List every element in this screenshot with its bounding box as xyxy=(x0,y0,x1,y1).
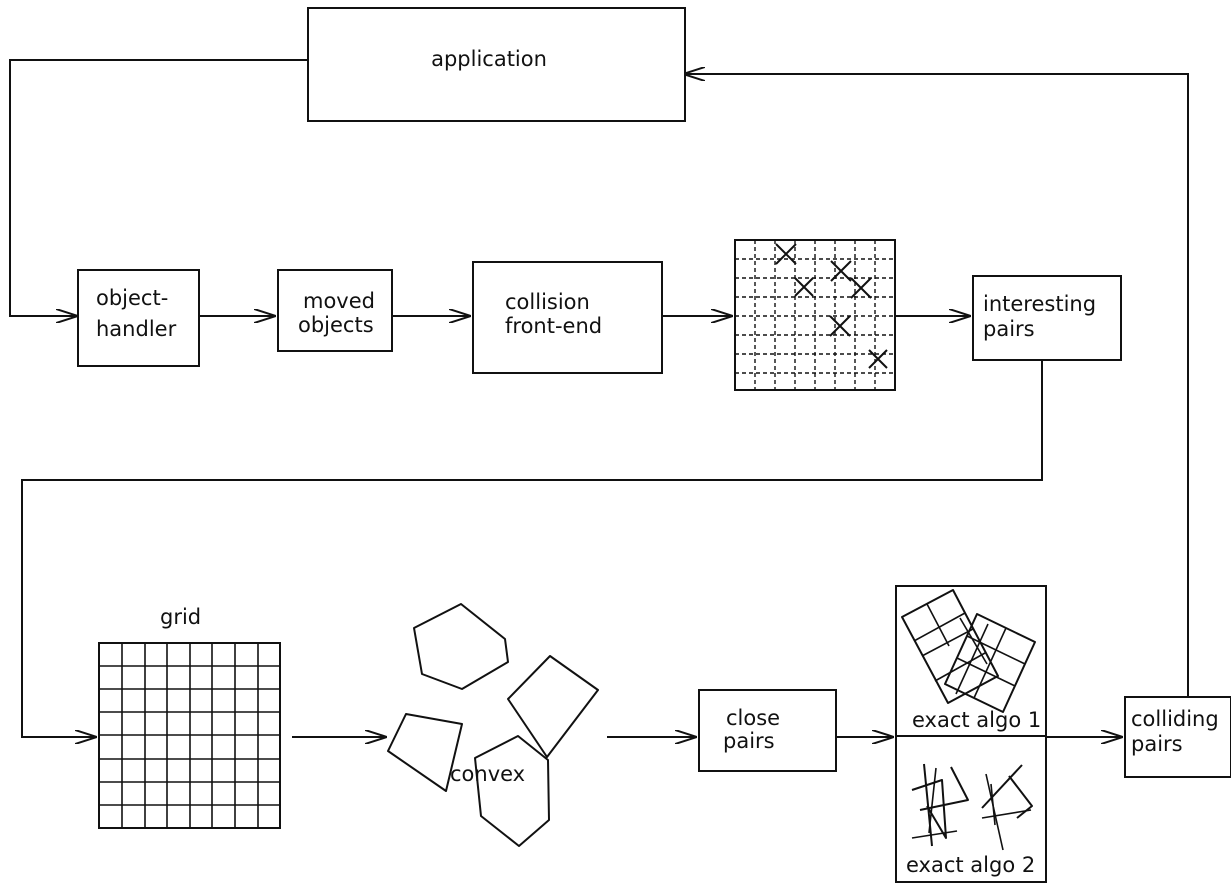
grid-label: grid xyxy=(160,605,201,629)
dashed-grid-lines xyxy=(735,240,895,390)
moved-objects-label-line2: objects xyxy=(298,313,374,337)
colliding-pairs-box: colliding pairs xyxy=(1124,696,1231,778)
grid-lines xyxy=(99,643,280,828)
application-box: application xyxy=(307,7,686,122)
spatial-grid-illustration xyxy=(734,239,896,391)
convex-polygon-1 xyxy=(413,603,509,690)
object-handler-label-line1: object- xyxy=(96,286,168,310)
interesting-pairs-label-line1: interesting xyxy=(983,292,1096,316)
close-pairs-label-line1: close xyxy=(726,706,780,730)
exact-algos-panel: exact algo 1 exact algo 2 xyxy=(895,585,1047,883)
close-pairs-label-line2: pairs xyxy=(723,729,775,753)
collision-front-end-label-line1: collision xyxy=(505,290,590,314)
convex-illustration: convex xyxy=(387,603,599,847)
arrow-colliding-pairs-to-application xyxy=(683,74,1189,697)
collision-front-end-label-line2: front-end xyxy=(505,314,602,338)
colliding-pairs-label-line2: pairs xyxy=(1131,732,1183,756)
grid-illustration: grid xyxy=(98,605,281,829)
interesting-pairs-box: interesting pairs xyxy=(972,275,1122,361)
exact-algo-2-label: exact algo 2 xyxy=(906,853,1035,877)
moved-objects-box: moved objects xyxy=(277,269,393,352)
exact-algo-1-label: exact algo 1 xyxy=(912,708,1041,732)
convex-polygon-2 xyxy=(507,655,599,758)
convex-polygon-4 xyxy=(474,735,550,847)
cross-marks xyxy=(775,243,888,369)
arrow-interesting-pairs-to-grid xyxy=(21,360,1043,737)
moved-objects-label-line1: moved xyxy=(303,289,375,313)
connectors xyxy=(9,59,1189,737)
convex-polygon-3 xyxy=(387,713,463,792)
convex-label: convex xyxy=(450,762,525,786)
object-handler-label-line2: handler xyxy=(96,317,177,341)
close-pairs-box: close pairs xyxy=(698,689,837,772)
colliding-pairs-label-line1: colliding xyxy=(1131,707,1219,731)
interesting-pairs-label-line2: pairs xyxy=(983,317,1035,341)
application-label: application xyxy=(431,47,547,71)
exact-algo-2-illustration: exact algo 2 xyxy=(906,763,1035,877)
object-handler-box: object- handler xyxy=(77,269,200,367)
collision-front-end-box: collision front-end xyxy=(472,261,663,374)
arrow-application-to-object-handler xyxy=(9,59,308,316)
exact-algo-1-illustration: exact algo 1 xyxy=(901,589,1041,732)
